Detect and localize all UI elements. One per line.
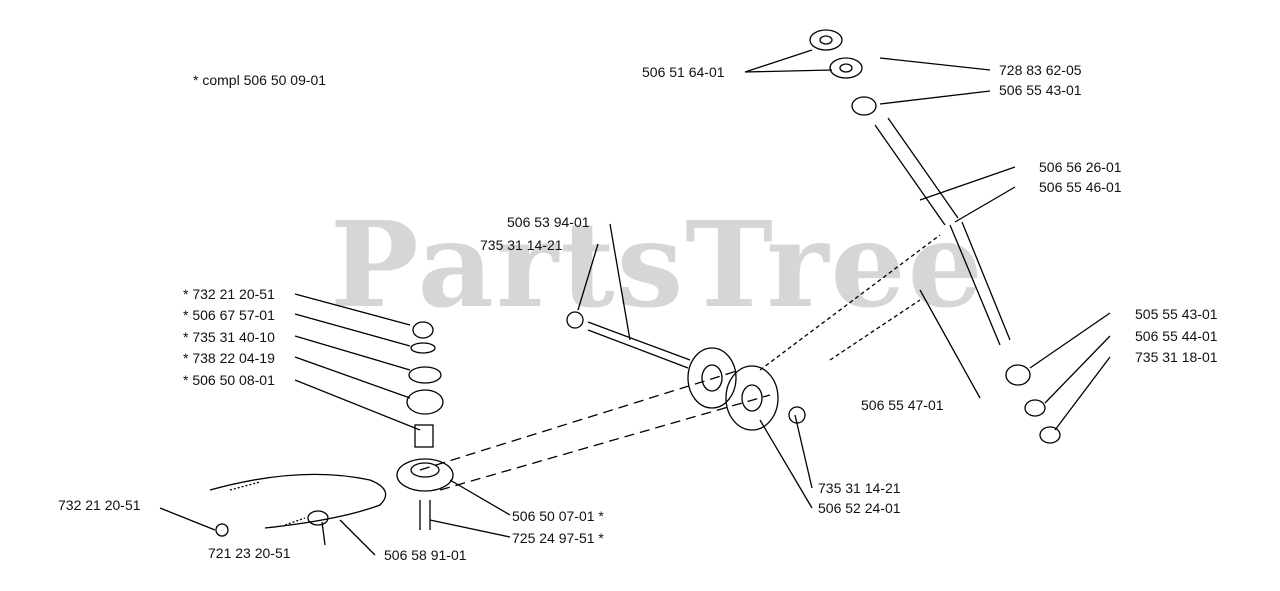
- nut-part: [412, 321, 434, 339]
- cable-line: [829, 299, 921, 361]
- leader-line: [879, 57, 991, 71]
- part-label: * 506 50 08-01: [183, 372, 275, 388]
- bushing-part: [1005, 364, 1031, 386]
- leader-line: [879, 90, 991, 105]
- leader-line: [429, 519, 511, 538]
- part-label: 506 56 26-01: [1039, 159, 1122, 175]
- part-label: 506 52 24-01: [818, 500, 901, 516]
- pulley-part: [701, 364, 723, 392]
- part-label: 732 21 20-51: [58, 497, 141, 513]
- part-label: 505 55 43-01: [1135, 306, 1218, 322]
- part-label: 506 50 07-01 *: [512, 508, 604, 524]
- leader-line: [609, 223, 631, 341]
- steering-shaft: [874, 117, 959, 226]
- part-label: 728 83 62-05: [999, 62, 1082, 78]
- leader-line: [321, 521, 326, 546]
- leader-line: [294, 313, 411, 347]
- spring-part: [229, 481, 306, 526]
- leader-line: [294, 335, 411, 371]
- bushing-part: [851, 96, 877, 116]
- part-label: 506 58 91-01: [384, 547, 467, 563]
- part-label: 506 55 44-01: [1135, 328, 1218, 344]
- nut-part: [566, 311, 584, 329]
- leader-line: [294, 356, 411, 399]
- nut-part: [1039, 426, 1061, 444]
- pulley-part: [725, 365, 779, 431]
- leader-line: [919, 289, 981, 399]
- washer-part: [410, 342, 436, 354]
- part-label: 735 31 14-21: [818, 480, 901, 496]
- leader-line: [744, 49, 833, 73]
- steering-shaft: [949, 221, 1011, 346]
- note-complete-assembly: * compl 506 50 09-01: [193, 72, 327, 88]
- cable-end-part: [215, 523, 229, 537]
- part-label: 721 23 20-51: [208, 545, 291, 561]
- nut-part: [819, 35, 833, 45]
- part-label: 506 53 94-01: [507, 214, 590, 230]
- nut-part: [839, 63, 853, 73]
- leader-line: [1044, 335, 1111, 404]
- ring-part: [408, 366, 442, 384]
- nut-part: [788, 406, 806, 424]
- nut-part: [809, 29, 843, 51]
- part-label: 506 55 46-01: [1039, 179, 1122, 195]
- spacer-part: [414, 424, 434, 448]
- part-label: * 506 67 57-01: [183, 307, 275, 323]
- watermark-text: PartsTree: [330, 195, 985, 334]
- pulley-part: [687, 347, 737, 409]
- pulley-part: [741, 384, 763, 412]
- pulley-part: [410, 462, 440, 478]
- leader-line: [577, 243, 599, 311]
- part-label: 506 51 64-01: [642, 64, 725, 80]
- part-label: * 738 22 04-19: [183, 350, 275, 366]
- bolt-part: [419, 500, 431, 530]
- leader-line: [954, 186, 1016, 223]
- part-label: * 735 31 40-10: [183, 329, 275, 345]
- leader-line: [759, 419, 813, 509]
- leader-line: [294, 379, 421, 431]
- part-label: 725 24 97-51 *: [512, 530, 604, 546]
- part-label: 735 31 18-01: [1135, 349, 1218, 365]
- leader-line: [919, 166, 1016, 201]
- pulley-part: [396, 458, 454, 492]
- leader-line: [294, 293, 411, 326]
- leader-line: [1029, 312, 1111, 369]
- leader-line: [794, 414, 813, 489]
- cable-line: [759, 234, 941, 371]
- nut-part: [829, 57, 863, 79]
- cable-line: [209, 473, 387, 529]
- leader-line: [159, 507, 216, 531]
- leader-line: [1054, 356, 1111, 431]
- part-label: 735 31 14-21: [480, 237, 563, 253]
- leader-line: [449, 479, 511, 516]
- cable-clamp-part: [307, 510, 329, 526]
- belt-line: [419, 369, 741, 471]
- axle-shaft: [587, 321, 691, 369]
- part-label: * 732 21 20-51: [183, 286, 275, 302]
- leader-line: [339, 519, 376, 556]
- bearing-part: [406, 389, 444, 415]
- washer-part: [1024, 399, 1046, 417]
- belt-line: [439, 394, 771, 491]
- part-label: 506 55 43-01: [999, 82, 1082, 98]
- part-label: 506 55 47-01: [861, 397, 944, 413]
